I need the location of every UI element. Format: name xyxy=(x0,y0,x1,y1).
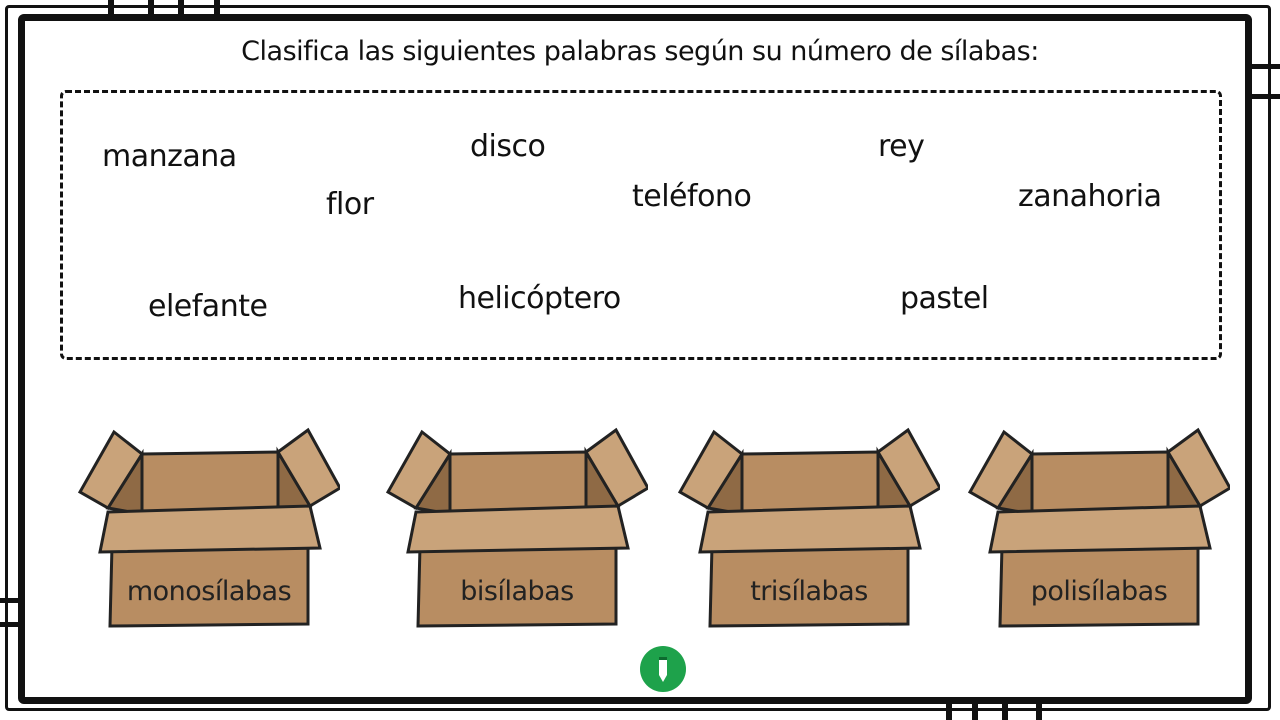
box-monosilabas[interactable]: monosílabas xyxy=(78,426,340,640)
box-label: trisílabas xyxy=(750,576,868,607)
frame-tick xyxy=(946,704,952,720)
pencil-icon xyxy=(659,657,667,682)
cardboard-box-icon xyxy=(968,427,1230,628)
word-item[interactable]: manzana xyxy=(102,139,237,174)
frame-tick xyxy=(108,0,114,14)
word-bank xyxy=(60,90,1222,360)
frame-tick xyxy=(1002,704,1008,720)
word-item[interactable]: disco xyxy=(470,129,546,164)
box-trisilabas[interactable]: trisílabas xyxy=(678,426,940,640)
box-polisilabas[interactable]: polisílabas xyxy=(968,426,1230,640)
word-item[interactable]: rey xyxy=(878,129,925,164)
cardboard-box-icon xyxy=(78,427,340,628)
frame-tick xyxy=(1036,704,1042,720)
frame-tick xyxy=(0,622,18,627)
pencil-logo-icon xyxy=(640,646,686,692)
frame-tick xyxy=(1252,94,1280,99)
word-item[interactable]: zanahoria xyxy=(1018,179,1162,214)
word-item[interactable]: teléfono xyxy=(632,179,752,214)
box-label: monosílabas xyxy=(126,576,292,607)
frame-tick xyxy=(214,0,220,14)
word-item[interactable]: flor xyxy=(326,187,374,222)
frame-tick xyxy=(178,0,184,14)
instruction-title: Clasifica las siguientes palabras según … xyxy=(241,36,1039,67)
cardboard-box-icon xyxy=(386,427,648,628)
word-item[interactable]: elefante xyxy=(148,289,268,324)
word-item[interactable]: pastel xyxy=(900,281,989,316)
cardboard-box-icon xyxy=(678,427,940,628)
frame-tick xyxy=(1252,64,1280,69)
inner-frame xyxy=(18,14,1252,704)
box-label: bisílabas xyxy=(460,576,574,607)
box-bisilabas[interactable]: bisílabas xyxy=(386,426,648,640)
frame-tick xyxy=(0,598,18,603)
outer-frame xyxy=(5,5,1271,711)
frame-tick xyxy=(972,704,978,720)
frame-tick xyxy=(148,0,154,14)
box-label: polisílabas xyxy=(1030,576,1168,607)
word-item[interactable]: helicóptero xyxy=(458,281,621,316)
